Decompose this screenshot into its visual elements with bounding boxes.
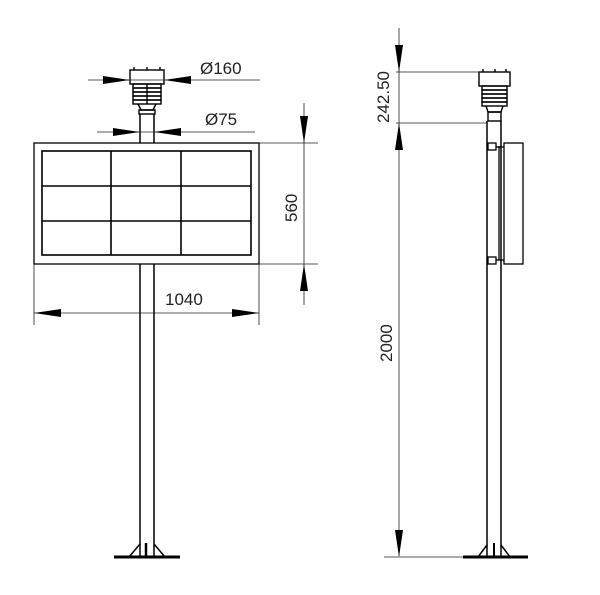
pole-side [463,121,528,559]
dimension-sensor-height [395,28,487,163]
label-panel-height: 560 [282,194,301,222]
front-view [33,67,318,559]
display-panel-front [33,142,260,265]
label-pole-height: 2000 [377,324,396,362]
dimension-panel-width [33,264,260,325]
label-panel-width: 1040 [165,290,203,309]
display-panel-side [487,142,524,265]
dimension-pole-diameter [97,128,255,136]
dimension-panel-height [259,103,318,305]
label-pole-diameter: Ø75 [205,110,237,129]
sensor-head-side [478,69,511,122]
side-view [384,28,528,559]
label-sensor-diameter: Ø160 [200,59,242,78]
dimension-sensor-diameter [88,76,260,84]
label-sensor-height: 242.50 [374,71,393,123]
sensor-head-front [129,67,165,115]
dimension-pole-height [384,163,463,558]
